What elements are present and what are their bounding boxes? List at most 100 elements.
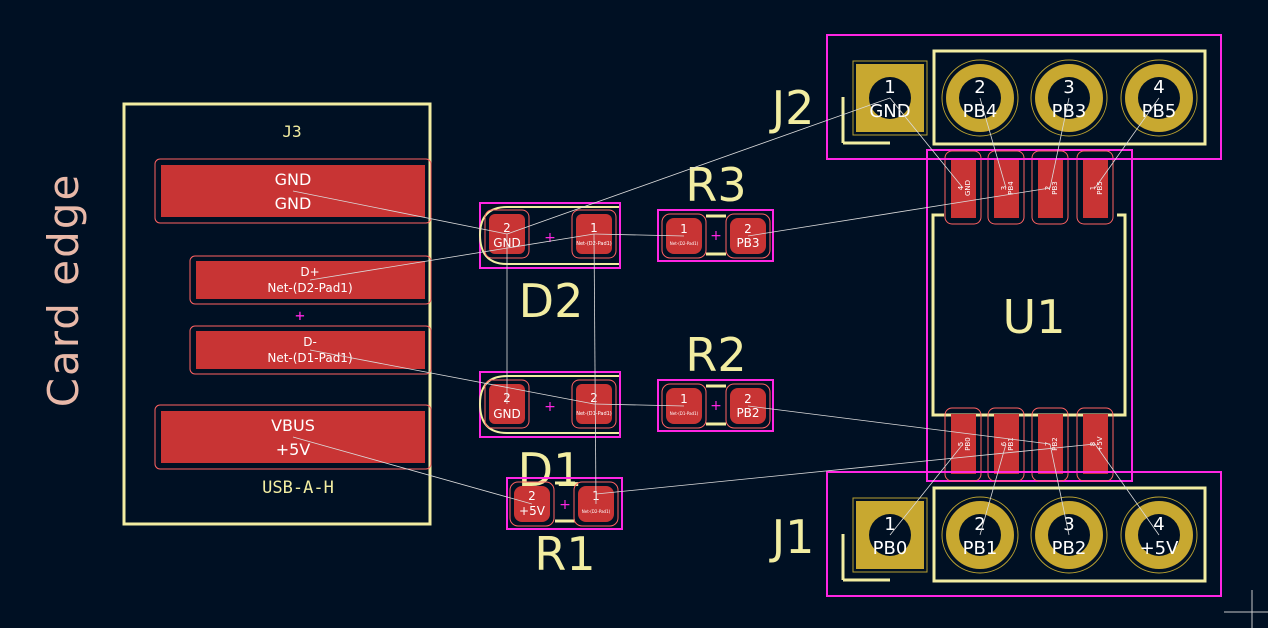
u1-pad-5-clearance: [944, 407, 982, 482]
resistor-r1[interactable]: 2 +5V 1 Net-(D2-Pad1) + R1: [506, 477, 623, 581]
r1-courtyard: [506, 477, 623, 530]
u1-pad-8-clearance: [1076, 407, 1114, 482]
j2-pin-4-num: 4: [1153, 77, 1164, 98]
j1-pin-1-num: 1: [884, 514, 895, 535]
j3-pad-gnd-net: GND: [275, 194, 312, 213]
j1-reference: J1: [769, 510, 815, 564]
u1-pad-4-num: 4: [957, 185, 965, 190]
resistor-r2[interactable]: 1 Net-(D1-Pad1) 2 PB2 + R2: [657, 328, 774, 432]
ratsnest-line: [309, 349, 595, 405]
u1-top-pad-1[interactable]: 1 PB5: [1076, 150, 1114, 225]
u1-pad-3-clearance: [987, 150, 1025, 225]
u1-bottom-pad-8[interactable]: 8 +5V: [1076, 407, 1114, 482]
j1-pin-2-num: 2: [974, 514, 985, 535]
u1-pad-2-net: PB3: [1051, 181, 1059, 194]
ratsnest-line: [747, 187, 1051, 237]
r2-silkscreen: [706, 384, 726, 426]
r3-pad-1-num: 1: [680, 222, 688, 236]
ratsnest-line: [889, 443, 964, 536]
ratsnest-line: [593, 403, 685, 407]
j3-pad-gnd-name: GND: [275, 170, 312, 189]
r2-pad-2-net: PB2: [736, 406, 759, 420]
ratsnest-line: [292, 190, 508, 235]
d1-pad-1-net: Net-(D1-Pad1): [576, 411, 612, 417]
j2-pin-2-clearance: [941, 59, 1019, 137]
ratsnest-line: [747, 405, 1051, 445]
j3-value-label: USB-A-H: [262, 478, 334, 498]
ratsnest-line: [979, 97, 1007, 189]
r3-pad-2-net: PB3: [736, 236, 759, 250]
u1-pad-7-copper: [1038, 414, 1063, 474]
u1-pad-1-clearance: [1076, 150, 1114, 225]
r1-pad-2-num: 2: [528, 489, 536, 503]
u1-pad-2-clearance: [1031, 150, 1069, 225]
j1-pin-1-clearance: [852, 497, 928, 573]
d1-pad-1-num: 2: [590, 391, 598, 405]
j3-pad-vbus-clearance: [154, 404, 432, 470]
r1-silkscreen: [555, 481, 575, 523]
u1-top-pad-3[interactable]: 3 PB4: [987, 150, 1025, 225]
r2-pad-1-net: Net-(D1-Pad1): [670, 411, 699, 416]
ratsnest-line: [1094, 97, 1160, 189]
u1-top-pad-4[interactable]: 4 GND: [944, 150, 982, 225]
u1-bottom-pad-5[interactable]: 5 PB0: [944, 407, 982, 482]
u1-pad-5-copper: [951, 414, 976, 474]
r2-reference: R2: [685, 328, 746, 382]
r2-pad1-clearance: [661, 383, 707, 429]
r3-reference: R3: [685, 158, 746, 212]
u1-pad-1-copper: [1083, 158, 1108, 218]
j3-fab-reference: J3: [282, 122, 301, 141]
j1-pin-2-net: PB1: [963, 538, 998, 559]
j1-pin-4-clearance: [1120, 496, 1198, 574]
j3-silkscreen-outline: [122, 102, 432, 526]
u1-pad-8-net: +5V: [1096, 436, 1104, 451]
ratsnest-line: [309, 233, 595, 281]
j1-silkscreen-body: [932, 486, 1207, 583]
r3-pad-2-num: 2: [744, 222, 752, 236]
u1-pad-7-net: PB2: [1051, 437, 1059, 450]
ratsnest-line: [292, 436, 533, 505]
r1-reference: R1: [534, 527, 595, 581]
d1-pad1-clearance: [571, 379, 617, 429]
j2-pin-3-num: 3: [1063, 77, 1074, 98]
d2-pad-2-num: 2: [503, 221, 511, 235]
j2-pin1-marker: [841, 97, 890, 145]
j3-pad-gnd-clearance: [154, 158, 432, 224]
u1-pad-3-num: 3: [1000, 186, 1008, 190]
u1-pad-3-net: PB4: [1007, 181, 1015, 195]
ratsnest-line: [506, 97, 891, 235]
ratsnest: [292, 97, 1160, 536]
u1-pad-5-net: PB0: [964, 437, 972, 450]
u1-pad-6-copper: [994, 414, 1019, 474]
u1-bottom-pad-7[interactable]: 7 PB2: [1031, 407, 1069, 482]
j1-pin-3-net: PB2: [1052, 538, 1087, 559]
u1-pad-5-num: 5: [957, 442, 965, 446]
j2-pin-1-net: GND: [869, 101, 910, 122]
r2-pad-1-num: 1: [680, 392, 688, 406]
j1-pin-2-clearance: [941, 496, 1019, 574]
j2-pin-4-net: PB5: [1142, 101, 1177, 122]
d1-pad-2-net: GND: [493, 407, 521, 421]
u1-courtyard: [926, 149, 1133, 482]
ic-u1[interactable]: U1: [926, 149, 1133, 482]
ratsnest-line: [1094, 443, 1160, 536]
d2-pad-1-num: 1: [590, 221, 598, 235]
j1-courtyard: [826, 471, 1222, 597]
u1-top-pad-2[interactable]: 2 PB3: [1031, 150, 1069, 225]
j3-anchor-mark: +: [295, 306, 305, 325]
ratsnest-line: [979, 443, 1007, 536]
page-corner-mark: [1224, 590, 1268, 628]
ratsnest-line: [889, 97, 964, 189]
u1-pad-4-clearance: [944, 150, 982, 225]
j1-pin-3-clearance: [1030, 496, 1108, 574]
u1-pad-6-net: PB1: [1007, 437, 1015, 450]
d2-silkscreen-body: [478, 206, 619, 265]
j2-pin-1-num: 1: [884, 77, 895, 98]
d2-reference: D2: [519, 274, 584, 328]
u1-bottom-pad-6[interactable]: 6 PB1: [987, 407, 1025, 482]
j2-courtyard: [826, 34, 1222, 160]
r1-pad2-clearance: [509, 481, 555, 527]
j1-pin-4-num: 4: [1153, 514, 1164, 535]
u1-pad-1-num: 1: [1089, 186, 1097, 190]
